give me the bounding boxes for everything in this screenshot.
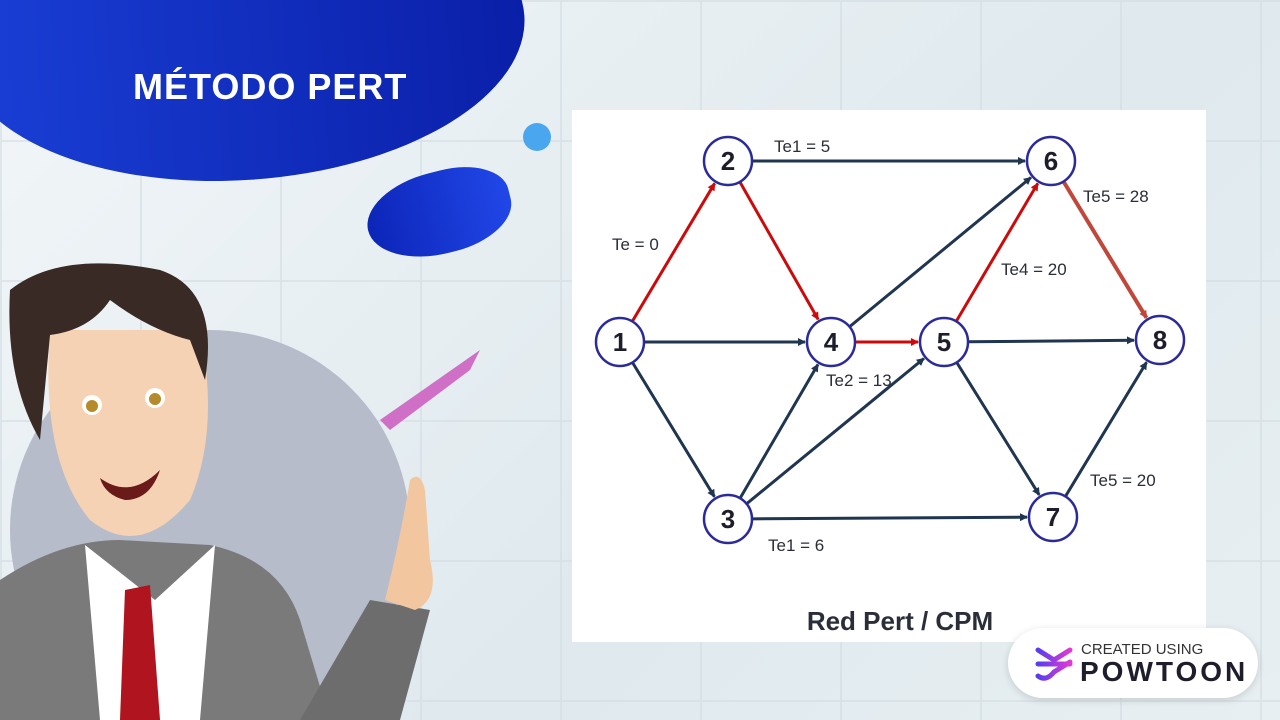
diagram-card bbox=[572, 110, 1206, 642]
node-label-3: 3 bbox=[721, 504, 735, 534]
edge-3-5 bbox=[745, 357, 925, 505]
edge-time-label: Te5 = 28 bbox=[1083, 187, 1149, 206]
node-6 bbox=[1025, 135, 1077, 187]
node-5 bbox=[918, 316, 970, 368]
edge-5-6 bbox=[954, 182, 1040, 323]
edge-time-label: Te1 = 5 bbox=[774, 137, 830, 156]
powtoon-watermark[interactable]: CREATED USING POWTOON bbox=[1008, 628, 1258, 698]
node-2 bbox=[702, 135, 754, 187]
node-label-2: 2 bbox=[721, 146, 735, 176]
node-label-5: 5 bbox=[937, 327, 951, 357]
presenter-character bbox=[0, 263, 480, 720]
edge-1-3 bbox=[631, 361, 716, 498]
edge-time-label: Te5 = 20 bbox=[1090, 471, 1156, 490]
node-4 bbox=[805, 316, 857, 368]
edge-5-8 bbox=[967, 336, 1136, 345]
watermark-line2: POWTOON bbox=[1080, 656, 1249, 687]
node-label-1: 1 bbox=[613, 327, 627, 357]
edge-5-7 bbox=[955, 361, 1041, 496]
node-1 bbox=[594, 316, 646, 368]
node-label-4: 4 bbox=[824, 327, 839, 357]
watermark-line1: CREATED USING bbox=[1081, 641, 1204, 658]
edge-2-4 bbox=[738, 181, 820, 321]
node-3 bbox=[702, 493, 754, 545]
page-title: MÉTODO PERT bbox=[133, 66, 408, 107]
node-8 bbox=[1134, 314, 1186, 366]
edge-time-label: Te2 = 13 bbox=[826, 371, 892, 390]
edge-time-label: Te = 0 bbox=[612, 235, 659, 254]
node-label-6: 6 bbox=[1044, 146, 1058, 176]
edge-1-2 bbox=[631, 182, 716, 323]
diagram-caption: Red Pert / CPM bbox=[806, 606, 994, 636]
node-label-8: 8 bbox=[1153, 325, 1167, 355]
edge-time-label: Te4 = 20 bbox=[1001, 260, 1067, 279]
node-label-7: 7 bbox=[1046, 502, 1060, 532]
edge-6-8 bbox=[1061, 180, 1149, 319]
decorative-dot bbox=[523, 123, 551, 151]
edge-3-4 bbox=[738, 363, 820, 500]
node-7 bbox=[1027, 491, 1079, 543]
edge-time-label: Te1 = 6 bbox=[768, 536, 824, 555]
powtoon-logo-icon bbox=[1035, 647, 1073, 681]
edge-4-6 bbox=[848, 176, 1032, 328]
edge-7-8 bbox=[1064, 361, 1148, 498]
edge-3-7 bbox=[751, 513, 1029, 522]
